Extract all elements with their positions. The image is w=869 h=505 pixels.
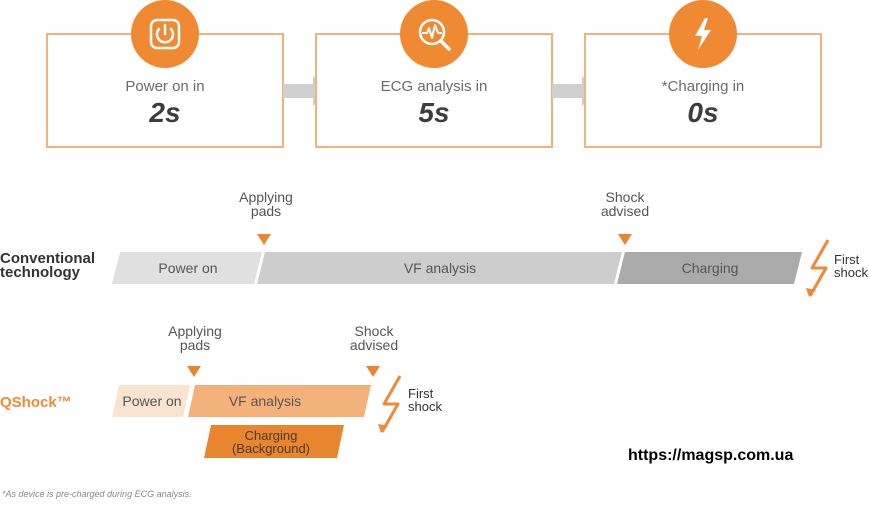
- step-label: *Charging in: [661, 78, 745, 95]
- first-shock-label: First shock: [834, 253, 868, 279]
- segment-label: Charging: [681, 260, 739, 276]
- marker-shock-advised: Shock advised: [334, 324, 414, 352]
- marker-text: Applying: [239, 189, 293, 205]
- segment-charging-background: [204, 425, 344, 458]
- segment-vf-analysis: [188, 385, 371, 417]
- marker-text: advised: [349, 337, 399, 353]
- marker-shock-advised: Shock advised: [585, 190, 665, 218]
- segment-label: Power on: [158, 260, 218, 276]
- segment-label-charging: Charging (Background): [206, 429, 336, 455]
- lightning-shock-icon: [806, 239, 830, 297]
- segment-power-on: [112, 385, 190, 417]
- marker-text: Shock: [605, 189, 645, 205]
- marker-triangle: [257, 234, 271, 245]
- segment-label-text: Charging: [244, 428, 298, 443]
- footnote: *As device is pre-charged during ECG ana…: [2, 489, 192, 499]
- website-url[interactable]: https://magsp.com.ua: [628, 447, 794, 464]
- lightning-icon: [669, 0, 737, 68]
- step-value: 2s: [149, 97, 181, 128]
- step-value: 5s: [418, 97, 450, 128]
- segment-label-text: (Background): [231, 441, 311, 456]
- first-shock-text: shock: [408, 399, 442, 414]
- marker-text: pads: [179, 337, 211, 353]
- lightning-shock-icon: [378, 375, 402, 433]
- row-label-conventional: Conventional technology: [0, 250, 96, 281]
- conventional-timeline: [112, 252, 802, 284]
- ecg-search-icon: [400, 0, 468, 68]
- row-label-text: technology: [0, 264, 81, 281]
- first-shock-label: First shock: [408, 387, 442, 413]
- marker-text: Applying: [168, 323, 222, 339]
- marker-applying-pads: Applying pads: [226, 190, 306, 218]
- first-shock-text: shock: [834, 265, 868, 280]
- segment-label: VF analysis: [403, 260, 477, 276]
- segment-charging: [617, 252, 802, 284]
- marker-triangle: [366, 366, 380, 377]
- first-shock-text: First: [834, 252, 860, 267]
- marker-triangle: [187, 366, 201, 377]
- segment-vf-analysis: [257, 252, 622, 284]
- segment-power-on: [112, 252, 262, 284]
- segment-label: VF analysis: [228, 393, 302, 409]
- qshock-timeline: [112, 385, 371, 458]
- step-label: Power on in: [125, 78, 205, 95]
- row-label-qshock: QShock™: [0, 394, 72, 411]
- marker-text: Shock: [354, 323, 394, 339]
- marker-text: advised: [600, 203, 650, 219]
- step-label: ECG analysis in: [380, 78, 488, 95]
- first-shock-text: First: [408, 386, 434, 401]
- segment-label: Power on: [122, 393, 182, 409]
- power-icon: [131, 0, 199, 68]
- marker-triangle: [618, 234, 632, 245]
- row-label-text: Conventional: [0, 250, 96, 267]
- step-value: 0s: [687, 97, 719, 128]
- marker-applying-pads: Applying pads: [155, 324, 235, 352]
- marker-text: pads: [250, 203, 282, 219]
